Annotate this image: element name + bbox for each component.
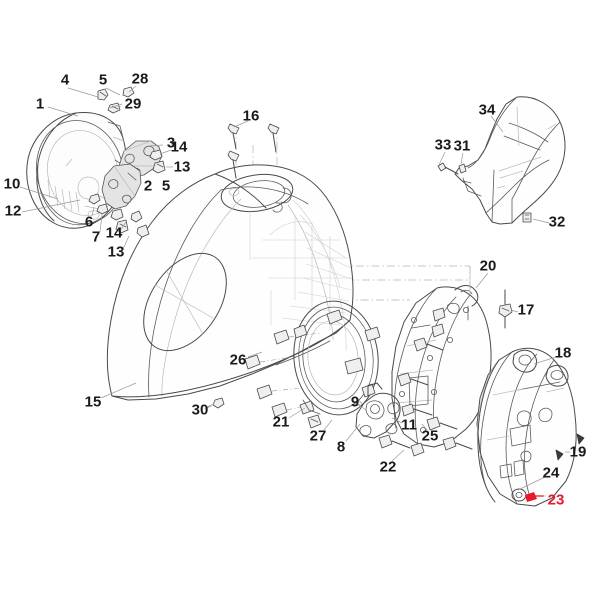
- callout-label-31: 31: [453, 137, 471, 155]
- front-fender: [106, 164, 354, 401]
- arrow-markers-19: [555, 433, 585, 461]
- fastener-17: [498, 289, 513, 329]
- callout-label-19: 19: [569, 443, 587, 461]
- callout-label-21: 21: [272, 413, 290, 431]
- callout-label-13: 13: [107, 243, 125, 261]
- callout-label-13: 13: [173, 158, 191, 176]
- callout-label-22: 22: [379, 458, 397, 476]
- callout-label-27: 27: [309, 427, 327, 445]
- headlight-bracket-2: [101, 163, 142, 210]
- callout-label-8: 8: [336, 438, 346, 456]
- lock-assembly-8-9: [307, 307, 473, 457]
- small-hardware-top: [88, 86, 166, 238]
- callout-label-5: 5: [98, 71, 108, 89]
- rear-mudguard: [437, 96, 566, 225]
- callout-label-33: 33: [434, 136, 452, 154]
- callout-label-18: 18: [554, 344, 572, 362]
- callout-label-7: 7: [91, 228, 101, 246]
- callout-label-17: 17: [517, 301, 535, 319]
- gasket-ring-21: [293, 300, 381, 416]
- callout-label-14: 14: [105, 224, 123, 242]
- leader-lines: [19, 85, 570, 491]
- callout-label-20: 20: [479, 257, 497, 275]
- callout-label-14: 14: [170, 138, 188, 156]
- callout-label-3: 3: [166, 134, 176, 152]
- callout-label-15: 15: [84, 393, 102, 411]
- callout-label-32: 32: [548, 213, 566, 231]
- callout-label-16: 16: [242, 107, 260, 125]
- callout-label-34: 34: [478, 101, 496, 119]
- callout-label-9: 9: [350, 393, 360, 411]
- clips-26: [204, 329, 321, 418]
- callout-label-30: 30: [191, 401, 209, 419]
- callout-label-26: 26: [229, 351, 247, 369]
- fender-screws-16: [227, 123, 280, 179]
- callout-label-10: 10: [3, 175, 21, 193]
- callout-label-23: 23: [547, 491, 565, 509]
- callout-label-12: 12: [4, 202, 22, 220]
- callout-label-5: 5: [161, 177, 171, 195]
- callout-label-29: 29: [124, 95, 142, 113]
- callout-label-25: 25: [421, 427, 439, 445]
- callout-label-4: 4: [60, 71, 70, 89]
- callout-label-11: 11: [401, 416, 417, 434]
- callout-label-1: 1: [35, 95, 45, 113]
- callout-label-2: 2: [143, 177, 153, 195]
- outer-cover-18: [476, 347, 577, 507]
- callout-label-28: 28: [131, 70, 149, 88]
- callout-label-24: 24: [542, 464, 560, 482]
- callout-label-6: 6: [84, 213, 94, 231]
- headlight-shell: [26, 112, 127, 229]
- highlight-pin-23: [525, 492, 546, 502]
